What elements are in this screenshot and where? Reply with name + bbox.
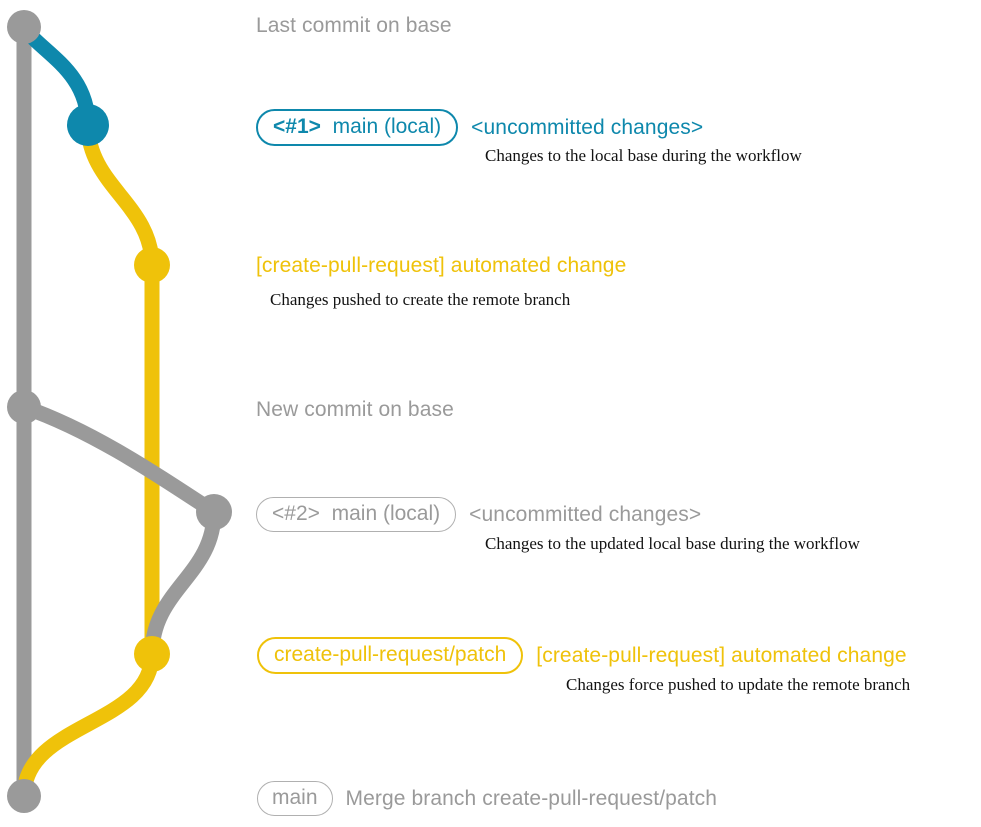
branch-badge-id-1: <#1> — [273, 115, 321, 138]
row-last-commit-on-base: Last commit on base — [256, 14, 452, 38]
branch-badge-main[interactable]: main — [257, 781, 333, 817]
node-merge-commit — [7, 779, 41, 813]
node-local-commit-1 — [67, 104, 109, 146]
row-commit-1-remote: [create-pull-request] automated change — [256, 254, 626, 278]
row-merge-commit: main Merge branch create-pull-request/pa… — [257, 781, 718, 817]
commit-caption-2: Changes pushed to create the remote bran… — [270, 290, 571, 309]
commit-caption-3: Changes to the updated local base during… — [485, 534, 860, 553]
branch-badge-name-4: main — [272, 786, 318, 809]
commit-subject-merge-branch: Merge branch create-pull-request/patch — [345, 786, 718, 810]
node-local-commit-2 — [196, 494, 232, 530]
branch-badge-name-1: main (local) — [332, 115, 442, 138]
base-branch-to-local-2 — [16, 399, 222, 520]
remote-2-to-merge — [16, 646, 160, 804]
node-remote-commit-1 — [134, 247, 170, 283]
local-2-to-remote-2 — [144, 504, 222, 662]
branch-badge-name-2: main (local) — [331, 502, 441, 525]
commit-subject-automated-change-1: [create-pull-request] automated change — [256, 254, 627, 277]
row-commit-2-remote: create-pull-request/patch [create-pull-r… — [257, 637, 907, 675]
row-commit-1-local: <#1> main (local) <uncommitted changes> — [256, 109, 704, 147]
row-new-commit-on-base: New commit on base — [256, 398, 454, 422]
node-base-commit-top — [7, 10, 41, 44]
node-base-commit-new — [7, 390, 41, 424]
commit-subject-last-commit-on-base: Last commit on base — [256, 14, 452, 37]
branch-badge-main-local-2[interactable]: <#2> main (local) — [256, 497, 457, 533]
node-remote-commit-2 — [134, 636, 170, 672]
commit-caption-1: Changes to the local base during the wor… — [485, 146, 802, 165]
branch-badge-create-pull-request-patch[interactable]: create-pull-request/patch — [257, 637, 524, 675]
row-commit-2-local: <#2> main (local) <uncommitted changes> — [256, 497, 702, 533]
commit-subject-automated-change-2: [create-pull-request] automated change — [536, 643, 907, 667]
commit-subject-new-commit-on-base: New commit on base — [256, 398, 454, 421]
commit-subject-uncommitted-changes-1: <uncommitted changes> — [471, 115, 704, 139]
branch-badge-name-3: create-pull-request/patch — [274, 643, 507, 666]
commit-caption-4: Changes force pushed to update the remot… — [566, 675, 911, 694]
commit-subject-uncommitted-changes-2: <uncommitted changes> — [469, 502, 702, 526]
branch-badge-main-local-1[interactable]: <#1> main (local) — [256, 109, 459, 147]
branch-badge-id-2: <#2> — [272, 502, 320, 525]
